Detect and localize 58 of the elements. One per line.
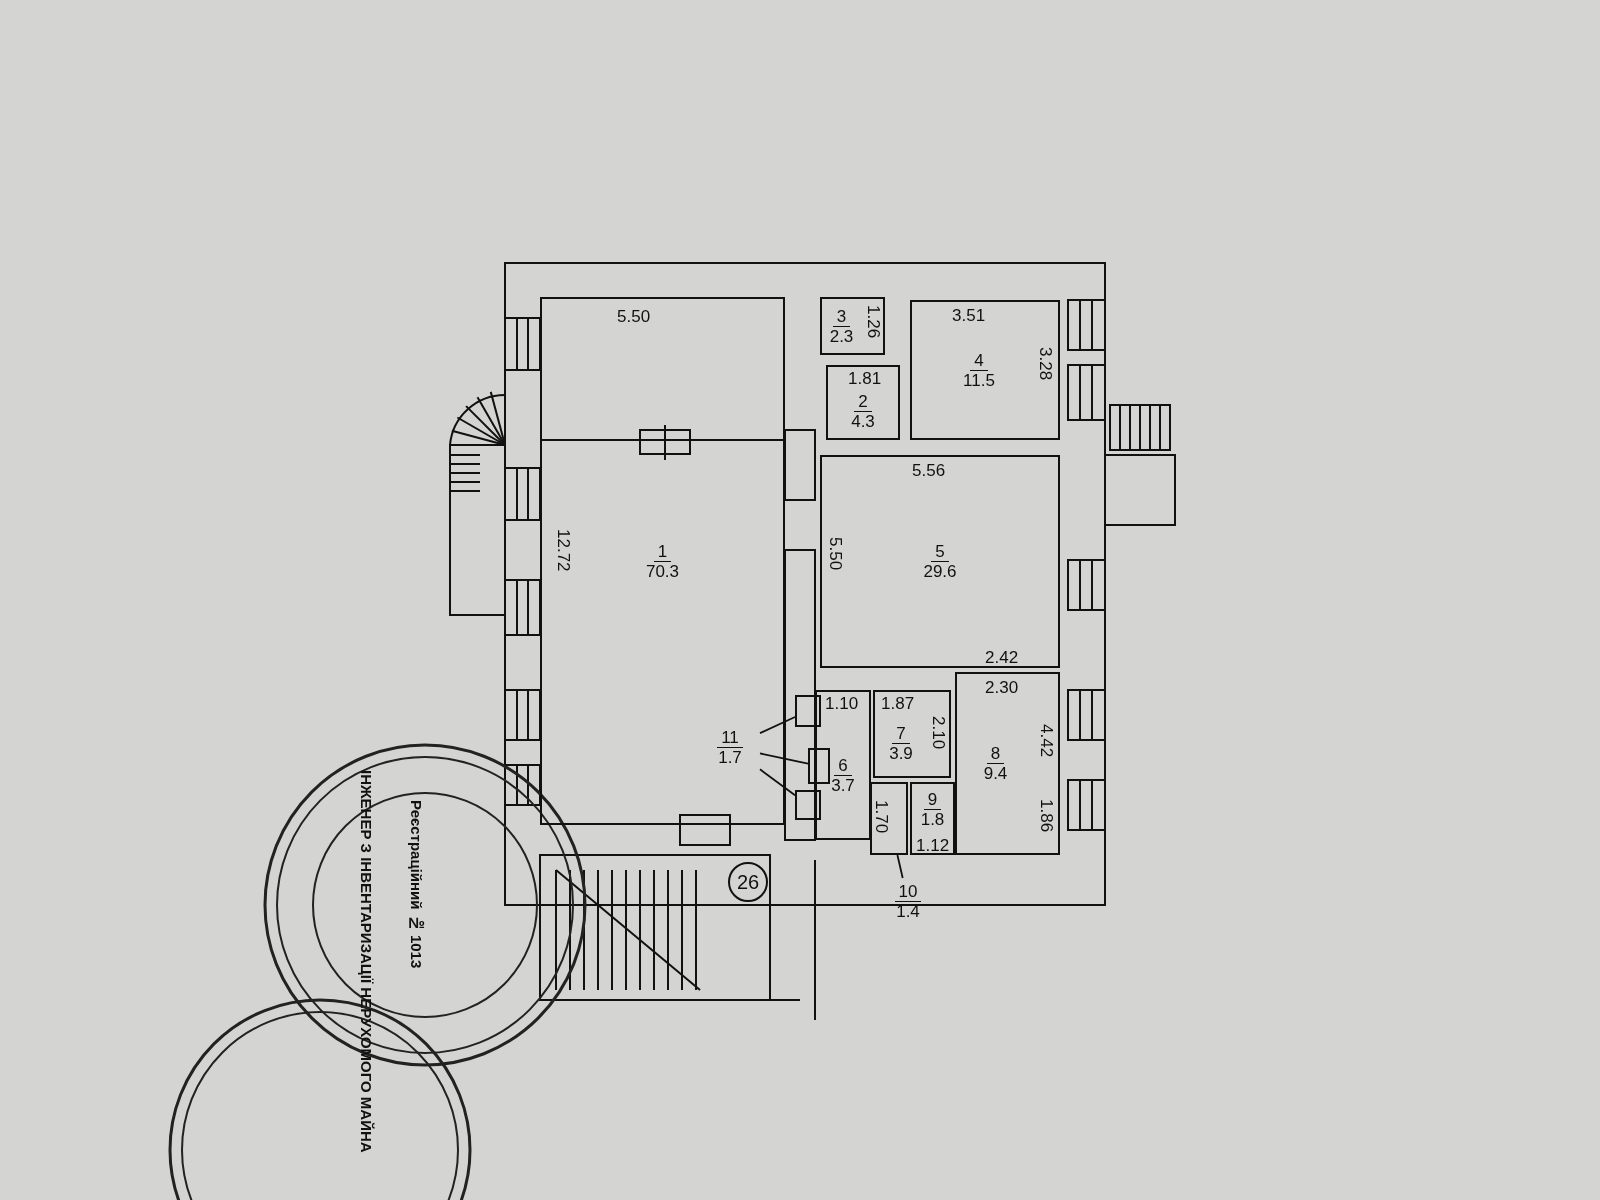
room-number: 2 <box>854 392 872 412</box>
dimension-label: 1.26 <box>864 305 883 339</box>
dimension-label: 5.56 <box>912 461 946 480</box>
stair-number: 26 <box>736 870 760 894</box>
closet-outline <box>795 790 821 820</box>
closet-outline <box>870 782 908 855</box>
dimension-label: 3.51 <box>952 306 986 325</box>
stamp-text: Реєстраційний № 1013 <box>408 800 425 969</box>
room-number: 7 <box>892 723 910 744</box>
room-area: 2.3 <box>825 326 858 346</box>
room-outline <box>820 455 1060 668</box>
room-number: 8 <box>986 744 1005 764</box>
dimension-label: 1.70 <box>872 800 891 834</box>
room-outline <box>540 297 785 825</box>
dimension-label: 1.10 <box>825 694 859 713</box>
dimension-label: 1.86 <box>1037 799 1056 833</box>
room-outline <box>873 690 951 778</box>
room-area: 1.7 <box>714 747 746 767</box>
room-outline <box>820 297 885 355</box>
room-area: 29.6 <box>919 562 961 581</box>
dimension-label: 2.42 <box>985 648 1019 667</box>
room-area: 70.3 <box>641 561 684 581</box>
room-number: 3 <box>832 306 851 327</box>
room-outline <box>955 672 1060 855</box>
room-number: 10 <box>894 881 922 902</box>
closet-outline <box>808 748 830 784</box>
dimension-label: 2.10 <box>929 716 948 750</box>
room-outline <box>910 782 955 855</box>
leader-line <box>759 752 809 765</box>
room-number: 5 <box>931 542 949 562</box>
room-number: 6 <box>834 755 852 776</box>
dimension-label: 3.28 <box>1036 347 1055 381</box>
room-area: 1.8 <box>916 810 949 829</box>
leader-line <box>759 768 796 797</box>
dimension-label: 5.50 <box>617 307 651 326</box>
room-number: 4 <box>970 350 988 371</box>
room-area: 11.5 <box>959 370 999 390</box>
room-outline <box>826 365 900 440</box>
dimension-label: 1.12 <box>916 836 950 855</box>
room-area: 3.9 <box>885 743 917 763</box>
dimension-label: 4.42 <box>1037 724 1056 758</box>
room-number: 9 <box>923 790 942 810</box>
closet-outline <box>795 695 821 727</box>
dimension-label: 2.30 <box>985 678 1019 697</box>
room-number: 1 <box>653 541 672 562</box>
room-number: 11 <box>717 727 743 748</box>
room-outline <box>815 690 871 840</box>
leader-line <box>759 716 796 735</box>
room-outline <box>910 300 1060 440</box>
leader-line <box>896 854 904 879</box>
room-area: 3.7 <box>827 775 859 795</box>
dimension-label: 1.81 <box>848 369 882 388</box>
dimension-label: 1.87 <box>881 694 915 713</box>
room-area: 9.4 <box>979 764 1012 783</box>
room-area: 4.3 <box>847 412 879 431</box>
dimension-label: 12.72 <box>554 529 573 572</box>
dimension-label: 5.50 <box>826 537 845 571</box>
stair-number-circle <box>728 862 768 902</box>
